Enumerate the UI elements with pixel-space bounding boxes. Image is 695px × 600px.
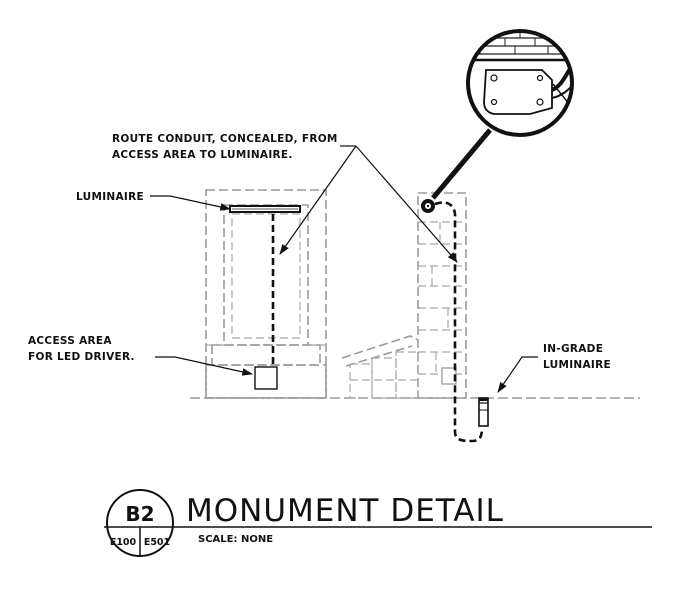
note-in-grade-line1: IN-GRADE <box>543 343 603 355</box>
note-in-grade-line2: LUMINAIRE <box>543 359 611 371</box>
note-luminaire: LUMINAIRE <box>76 191 144 203</box>
note-route-conduit-line1: ROUTE CONDUIT, CONCEALED, FROM <box>112 133 338 145</box>
monument-side-elevation <box>341 192 467 399</box>
note-access-area-line2: FOR LED DRIVER. <box>28 351 135 363</box>
detail-bubble-id: B2 <box>125 502 154 526</box>
detail-title-block: B2 E100 E501 MONUMENT DETAIL SCALE: NONE <box>104 489 652 557</box>
detail-scale: SCALE: NONE <box>198 534 273 545</box>
detail-bubble-sheet-left: E100 <box>110 537 137 548</box>
detail-title: MONUMENT DETAIL <box>186 493 504 529</box>
note-access-area-line1: ACCESS AREA <box>28 335 112 347</box>
enlarged-detail-callout <box>431 29 574 200</box>
in-grade-luminaire <box>478 397 489 427</box>
note-route-conduit-line2: ACCESS AREA TO LUMINAIRE. <box>112 149 293 161</box>
detail-bubble-sheet-right: E501 <box>144 537 170 548</box>
conduit-side <box>434 201 484 443</box>
note-leaders <box>150 145 538 393</box>
access-area-box <box>254 366 278 390</box>
